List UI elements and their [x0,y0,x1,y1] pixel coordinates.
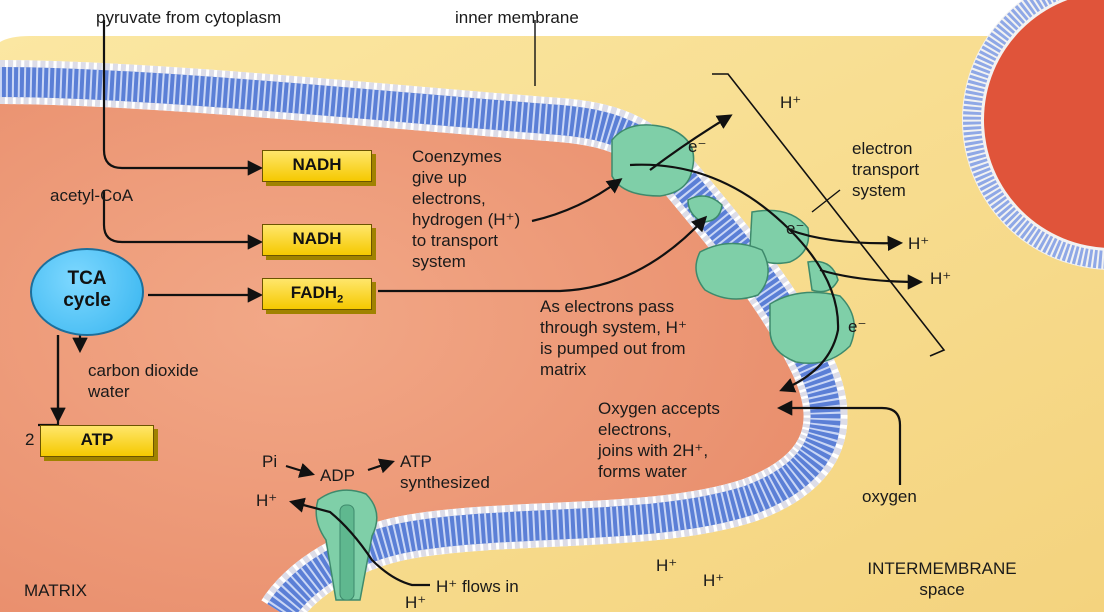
tca-line2: cycle [32,290,142,312]
pyruvate-label: pyruvate from cytoplasm [96,7,281,28]
pi-label: Pi [262,451,277,472]
protein-complex-4 [770,292,854,363]
protein-complex-1 [612,125,694,196]
tca-cycle-circle: TCA cycle [30,248,144,336]
protein-complex-2b [696,243,768,299]
fadh2-box: FADH2 [262,278,372,310]
co2-water-label: carbon dioxide water [88,360,199,402]
acetyl-coa-label: acetyl-CoA [50,185,133,206]
tca-line1: TCA [32,268,142,290]
nadh-box-2: NADH [262,224,372,256]
atp-box: ATP [40,425,154,457]
fadh2-label: FADH [291,283,337,302]
h-ion-bottom2: H⁺ [703,570,724,591]
h-ion-bottom1: H⁺ [656,555,677,576]
fadh2-subscript: 2 [337,293,343,305]
nadh-label-2: NADH [292,229,341,248]
electron-label-1: e⁻ [688,136,706,157]
oxygen-accepts-text: Oxygen accepts electrons, joins with 2H⁺… [598,398,720,482]
atp-synthesized-label: ATP synthesized [400,451,490,493]
h-ion-right1: H⁺ [908,233,929,254]
h-flows-in-label: H⁺ flows in [436,576,519,597]
electrons-pass-text: As electrons pass through system, H⁺ is … [540,296,687,380]
h-ion-top: H⁺ [780,92,801,113]
h-ion-synthase-left: H⁺ [256,490,277,511]
atp-count: 2 [25,429,34,450]
adp-label: ADP [320,465,355,486]
intermembrane-label: INTERMEMBRANE space [842,558,1042,600]
h-ion-synthase-bottom: H⁺ [405,592,426,612]
electron-label-2: e⁻ [786,218,804,239]
nadh-label-1: NADH [292,155,341,174]
inner-membrane-label: inner membrane [455,7,579,28]
h-ion-right2: H⁺ [930,268,951,289]
electron-label-3: e⁻ [848,316,866,337]
coenzymes-text: Coenzymes give up electrons, hydrogen (H… [412,146,520,272]
oxygen-label: oxygen [862,486,917,507]
matrix-label: MATRIX [24,580,87,601]
nadh-box-1: NADH [262,150,372,182]
atp-label: ATP [81,430,114,449]
etc-label: electron transport system [852,138,919,201]
